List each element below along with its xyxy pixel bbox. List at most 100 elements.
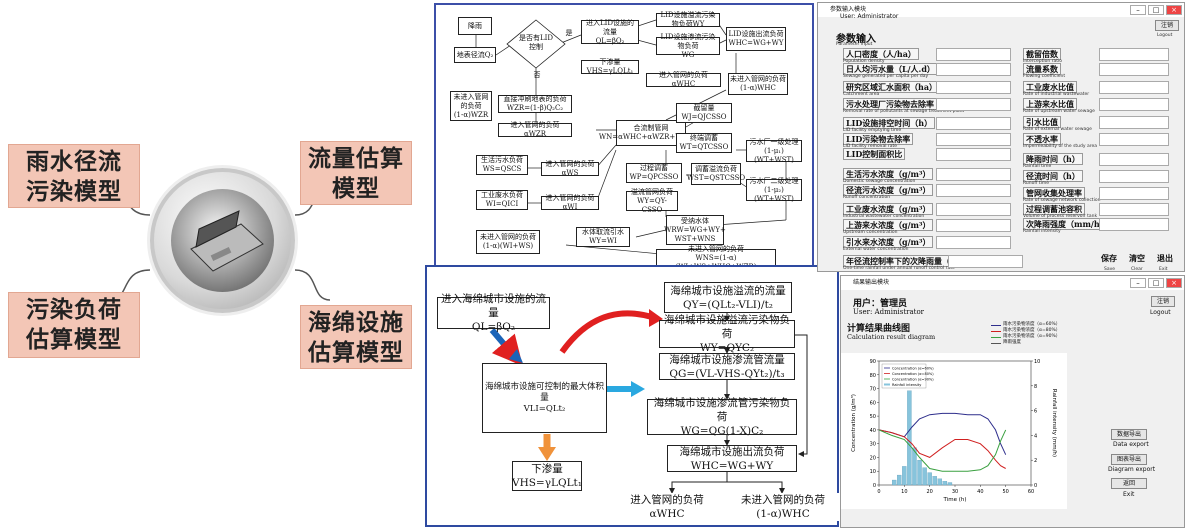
field-input[interactable] [948,255,1023,268]
y-tick-label: 60 [870,400,876,406]
field-input[interactable] [936,168,1011,181]
input-logout-button[interactable]: 注销 [1155,20,1179,31]
field-input[interactable] [1099,116,1169,129]
maximize-icon[interactable]: □ [1148,278,1164,288]
legend-label: 雨水污染物浓度（α=90%） [1003,334,1061,339]
x-tick-label: 0 [877,489,880,495]
flow-domestic: 生活污水负荷 WS=QSCS [476,155,528,175]
field-caption: LID facility removal rate [843,144,898,149]
field-label: 年径流控制率下的次降雨量（mm） [843,255,978,267]
legend-item: 降雨强度 [991,340,1060,346]
field-label: 上游来水浓度（g/m³） [843,219,934,231]
flow-proc-reg: 过程调蓄 WP=QPCSSO [626,163,682,183]
y-tick-label: 70 [870,387,876,393]
flow-reg-over: 调蓄溢流负荷 WST=QSTCSSO [687,163,745,185]
clear-button[interactable]: 清空 [1129,253,1145,263]
field-caption: Interception ratio [1023,59,1062,64]
y2-tick-label: 4 [1034,433,1037,439]
y2-tick-label: 2 [1034,458,1037,464]
series-line [878,429,1007,472]
field-input[interactable] [936,236,1011,249]
field-caption: Rainfall intensity [1023,229,1061,234]
big-overflow-load-label: 海绵城市设施溢流污染物负荷 [664,314,790,340]
field-input[interactable] [1099,133,1169,146]
close-icon[interactable]: × [1166,5,1182,15]
flow-pipe-over: 溢流管网负荷 WY=QY-CSSO [626,188,678,214]
field-input[interactable] [936,81,1011,94]
field-label: 降雨时间（h） [1023,153,1083,165]
flow-no-pipe-hc: 未进入管网的负荷(1-α)WHC [728,73,788,95]
close-icon[interactable]: × [1166,278,1182,288]
y-tick-label: 50 [870,414,876,420]
rainfall-bar [922,467,927,486]
field-input[interactable] [936,98,1011,111]
input-user: User: Administrator [840,13,899,20]
exit-caption: Exit [1159,267,1168,272]
return-button[interactable]: 返回 [1111,478,1147,489]
flow-no: 否 [533,71,541,79]
flow-lid-overflow: LID设施溢流污染物负荷WY [656,11,720,28]
legend-swatch [991,330,1001,332]
rainfall-bar [942,481,948,486]
data-export-button[interactable]: 数据导出 [1111,429,1147,440]
mindmap-rain-runoff: 雨水径流 污染模型 [8,144,140,208]
maximize-icon[interactable]: □ [1148,5,1164,15]
field-input[interactable] [936,133,1011,146]
rainfall-bar [902,466,907,486]
minimize-icon[interactable]: – [1130,278,1146,288]
field-input[interactable] [936,48,1011,61]
output-logout-button[interactable]: 注销 [1151,296,1175,307]
legend-item: 雨水污染物浓度（α=60%） [991,322,1060,328]
flowchart-small-panel: 降雨 地表径流Q₂ 是否有LID 控制 是 否 进入LID设施的流量 QL=βQ… [434,3,814,271]
flow-down-seep: 下渗量VHS=γLQLt₁ [581,58,639,75]
flow-yes: 是 [565,29,573,37]
flow-into-lid: 进入LID设施的流量 QL=βQ₂ [581,19,639,45]
save-button[interactable]: 保存 [1101,253,1117,263]
flow-lid-out: LID设施出流负荷 WHC=WG+WY [726,27,786,51]
field-input[interactable] [936,63,1011,76]
flow-water-intake: 水体取流引水 WY=WI [576,227,630,247]
flow-decision-diamond [506,19,566,69]
field-input[interactable] [1099,153,1169,166]
y2-tick-label: 8 [1034,384,1037,390]
field-input[interactable] [1099,203,1169,216]
y-tick-label: 90 [870,359,876,365]
flow-lid-seep: LID设施渗流污染物负荷 WG [656,33,720,59]
input-titlebar: 参数输入模块 – □ × [818,3,1184,17]
x-tick-label: 40 [977,489,983,495]
exit-button[interactable]: 退出 [1157,253,1173,263]
flow-no-pipe-si: 未进入管网的负荷 (1-α)(WI+WS) [476,230,540,254]
field-caption: Flowing coefficient [1023,74,1066,79]
field-input[interactable] [1099,187,1169,200]
field-input[interactable] [936,219,1011,232]
y2-axis-label: Rainfall intensity (mm/h) [1051,389,1057,457]
field-input[interactable] [936,148,1011,161]
field-input[interactable] [936,184,1011,197]
field-caption: Domestic sewage concentration [843,179,916,184]
diagram-export-button[interactable]: 图表导出 [1111,454,1147,465]
field-input[interactable] [1099,63,1169,76]
flow-pipe-load: 进入管网的负荷αWHC [646,71,721,88]
big-overflow-load: 海绵城市设施溢流污染物负荷 WY=QYC₂ [659,314,795,354]
field-input[interactable] [1099,81,1169,94]
field-input[interactable] [1099,218,1169,231]
field-input[interactable] [1099,170,1169,183]
big-overflow-label: 海绵城市设施溢流的流量 [670,284,786,297]
inner-legend-label: Concentration (α=90%) [892,378,934,382]
field-input[interactable] [1099,48,1169,61]
legend-swatch [991,342,1001,344]
field-input[interactable] [936,117,1011,130]
field-input[interactable] [1099,98,1169,111]
y2-tick-label: 10 [1034,359,1040,365]
big-seep-flow: 海绵城市设施渗流管流量 QG=(VL-VHS-QYt₂)/t₃ [659,353,795,380]
big-pipe-eq: αWHC [649,508,685,520]
minimize-icon[interactable]: – [1130,5,1146,15]
flow-runoff: 地表径流Q₂ [454,47,496,63]
field-input[interactable] [936,203,1011,216]
field-caption: LID facility emptying time [843,128,902,133]
output-user: 用户：管理员 [853,299,908,309]
rainfall-bar [947,482,953,486]
big-center-label: 海绵城市设施可控制的最大体积量 [485,381,605,403]
